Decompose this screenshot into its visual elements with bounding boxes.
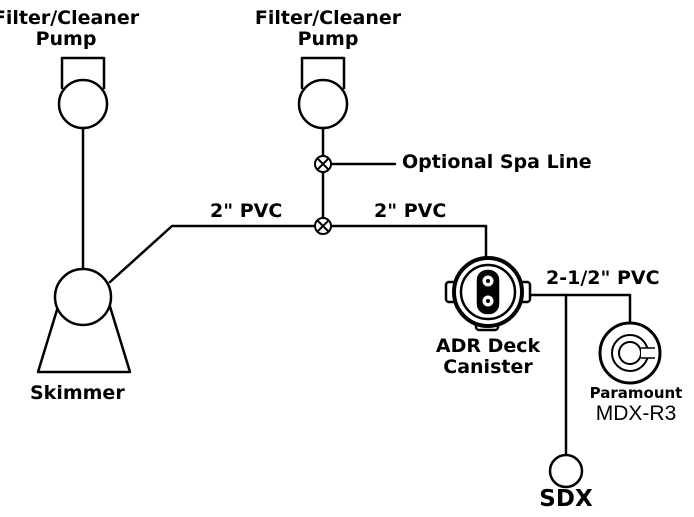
pipe-label-main: 2-1/2" PVC xyxy=(546,267,660,289)
canister-label: ADR Deck Canister xyxy=(436,336,540,378)
paramount-brand-label: Paramount xyxy=(589,384,683,402)
pipe-label-left: 2" PVC xyxy=(210,200,283,222)
sdx-icon xyxy=(548,453,584,489)
pump-left-label-line2: Pump xyxy=(35,27,97,50)
pump-right-label-line1: Filter/Cleaner xyxy=(254,7,402,29)
canister-icon xyxy=(444,256,532,332)
skimmer-label: Skimmer xyxy=(30,382,125,404)
canister-label-line1: ADR Deck xyxy=(435,335,541,357)
pipe-2-5in-pvc xyxy=(521,293,632,324)
skimmer-icon xyxy=(36,267,132,374)
paramount-label: Paramount MDX-R3 xyxy=(590,385,683,425)
pump-left-label-line1: Filter/Cleaner xyxy=(0,7,140,29)
pump-right-label: Filter/Cleaner Pump xyxy=(255,8,401,50)
paramount-model-label: MDX-R3 xyxy=(595,401,677,425)
sdx-label: SDX xyxy=(539,486,593,512)
pump-right-label-line2: Pump xyxy=(297,27,359,50)
pipe-label-right: 2" PVC xyxy=(374,200,447,222)
valve-spa-icon xyxy=(314,155,332,173)
paramount-mdx-r3-icon xyxy=(598,321,662,385)
optional-spa-line-label: Optional Spa Line xyxy=(402,151,592,173)
valve-main-icon xyxy=(314,217,332,235)
pump-right-icon xyxy=(297,56,349,130)
pump-left-icon xyxy=(57,56,109,130)
pipe-2in-pvc xyxy=(108,224,488,284)
pump-left-label: Filter/Cleaner Pump xyxy=(0,8,139,50)
canister-label-line2: Canister xyxy=(443,355,533,378)
